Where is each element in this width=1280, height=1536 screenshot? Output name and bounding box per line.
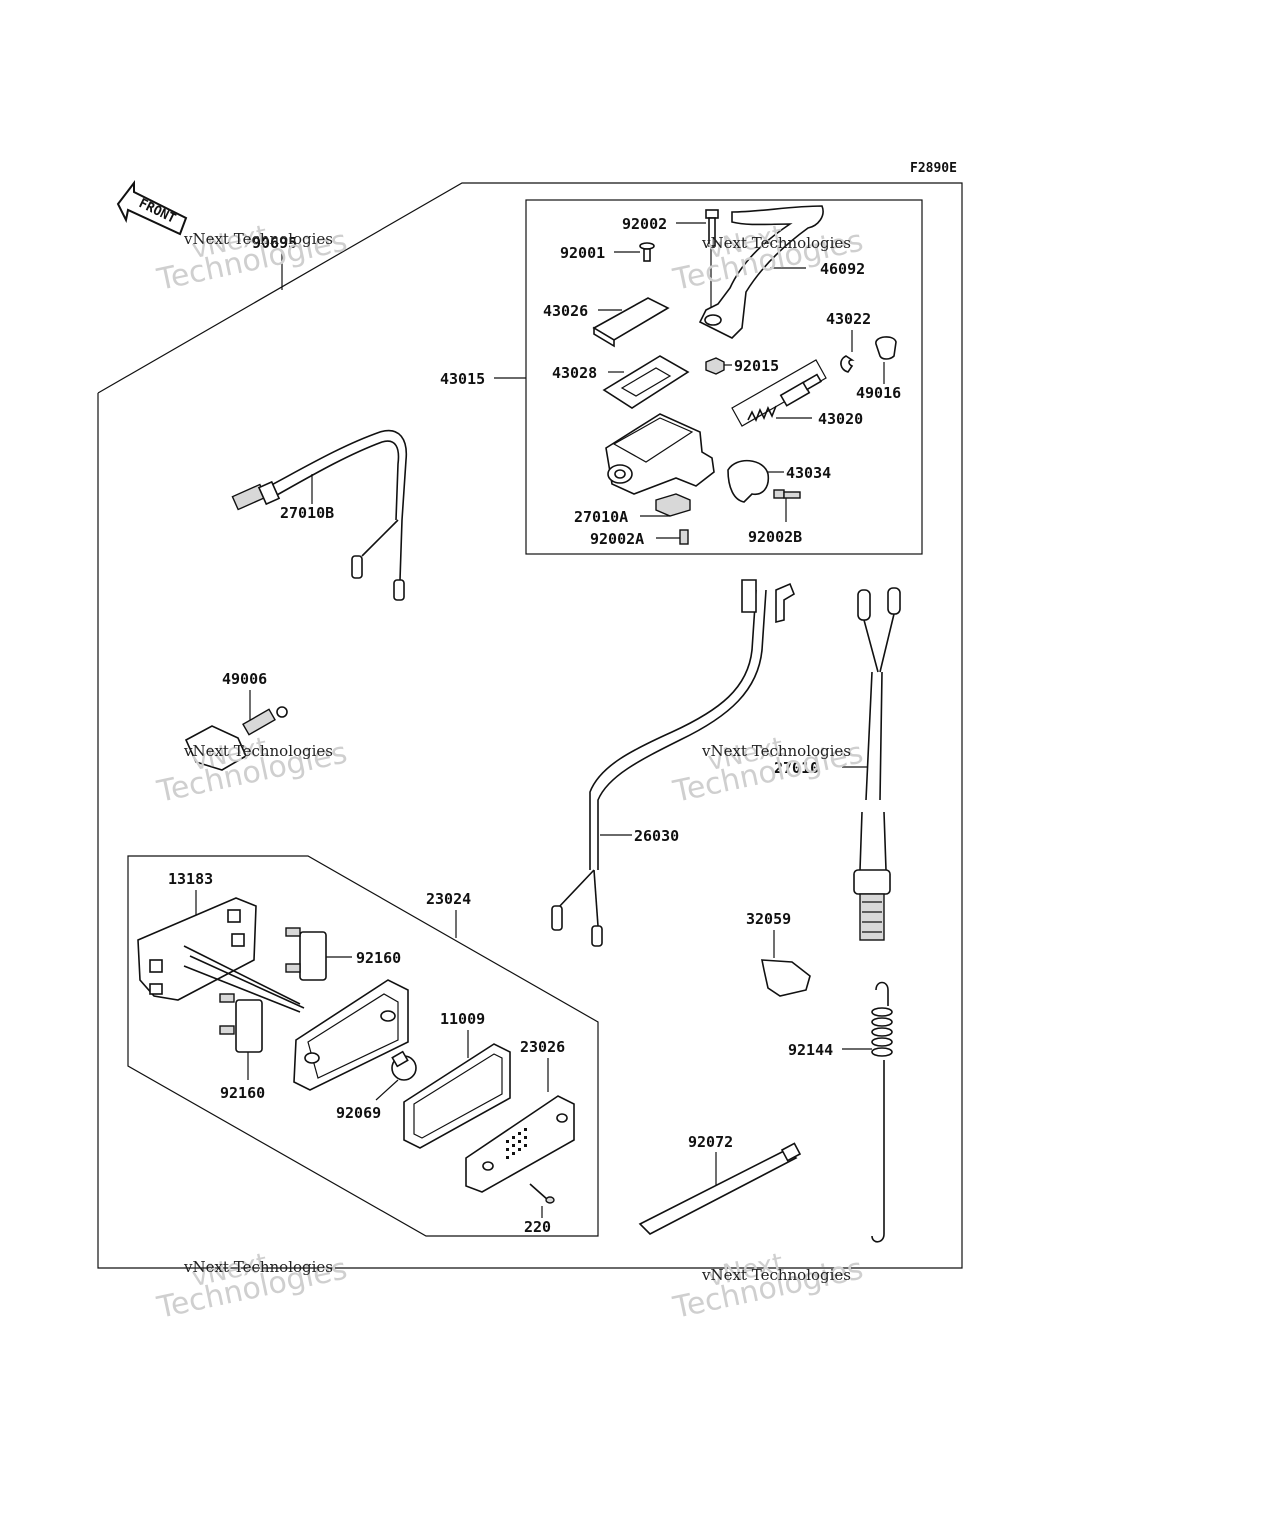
- leader-92069: [375, 1079, 399, 1101]
- watermark-bottom-left: vNext Technologies: [153, 1248, 350, 1326]
- lever-46092-icon: [698, 205, 824, 339]
- bulb-92069-icon: [391, 1050, 417, 1081]
- label-92015: 92015: [734, 357, 779, 375]
- label-92144: 92144: [788, 1041, 833, 1059]
- cable-tie-92072-icon: [638, 1142, 802, 1235]
- label-49006: 49006: [222, 670, 267, 688]
- piston-43020-icon: [747, 373, 823, 422]
- label-90695: 90695: [252, 234, 297, 252]
- lever-pivot-hole: [704, 314, 722, 326]
- label-92002A: 92002A: [590, 530, 644, 548]
- label-92160-lower: 92160: [220, 1084, 265, 1102]
- label-43015: 43015: [440, 370, 485, 388]
- switch-27010-icon: [853, 587, 901, 941]
- label-43026: 43026: [543, 302, 588, 320]
- diagram-code: F2890E: [910, 161, 957, 176]
- front-arrow-icon: FRONT: [116, 180, 188, 236]
- diaphragm-43028-icon: [602, 355, 690, 409]
- watermark-caption-mid-left: vNext Technologies: [183, 742, 333, 760]
- bolt-92002-icon: [705, 209, 719, 318]
- lamp-housing-icon: [183, 945, 409, 1091]
- label-92002B: 92002B: [748, 528, 802, 546]
- label-43028: 43028: [552, 364, 597, 382]
- clip-43022-icon: [840, 355, 855, 373]
- label-27010: 27010: [774, 759, 819, 777]
- cover-43026-icon: [592, 297, 670, 341]
- screw-92002A-icon: [679, 529, 689, 545]
- nut-92015-icon: [705, 357, 725, 375]
- outer-frame: [97, 182, 963, 1269]
- master-cylinder-box: [525, 199, 923, 555]
- clamp-43034-icon: [727, 459, 770, 503]
- gasket-11009-inner: [413, 1053, 503, 1139]
- label-27010B: 27010B: [280, 504, 334, 522]
- bracket-32059-icon: [761, 959, 811, 997]
- label-92072: 92072: [688, 1133, 733, 1151]
- spring-92144-icon: [871, 981, 893, 1243]
- label-23024: 23024: [426, 890, 471, 908]
- label-92002: 92002: [622, 215, 667, 233]
- label-11009: 11009: [440, 1010, 485, 1028]
- label-92001: 92001: [560, 244, 605, 262]
- screw-220-icon: [529, 1183, 555, 1204]
- screw-92160-lower-icon: [219, 993, 263, 1053]
- watermark-caption-mid-right: vNext Technologies: [701, 742, 851, 760]
- switch-27010B-icon: [231, 429, 408, 601]
- label-23026: 23026: [520, 1038, 565, 1056]
- label-220: 220: [524, 1218, 551, 1236]
- label-43022: 43022: [826, 310, 871, 328]
- bolt-92002B-icon: [773, 489, 801, 499]
- harness-26030-icon: [551, 579, 795, 947]
- part-49006-icon: [184, 706, 288, 771]
- cover-43026-edge: [593, 326, 615, 348]
- watermark-caption-bottom-left: vNext Technologies: [183, 1258, 333, 1276]
- label-43034: 43034: [786, 464, 831, 482]
- gasket-11009-icon: [403, 1043, 511, 1149]
- watermark-caption-bottom-right: vNext Technologies: [701, 1266, 851, 1284]
- diaphragm-inner: [620, 367, 672, 397]
- taillight-box: [127, 855, 599, 1237]
- label-26030: 26030: [634, 827, 679, 845]
- label-49016: 49016: [856, 384, 901, 402]
- label-27010A: 27010A: [574, 508, 628, 526]
- master-cylinder-body-icon: [605, 413, 715, 495]
- lens-23026-icon: [465, 1095, 575, 1193]
- switch-27010A-icon: [655, 493, 691, 517]
- watermark-caption-top-left: vNext Technologies: [183, 230, 333, 248]
- screw-92001-icon: [639, 242, 655, 262]
- watermark-mid-right: vNext Technologies: [669, 732, 866, 810]
- label-13183: 13183: [168, 870, 213, 888]
- watermark-caption-top-right: vNext Technologies: [701, 234, 851, 252]
- label-32059: 32059: [746, 910, 791, 928]
- label-92160-upper: 92160: [356, 949, 401, 967]
- label-43020: 43020: [818, 410, 863, 428]
- plate-13183-icon: [137, 897, 257, 1001]
- boot-49016-icon: [875, 336, 897, 360]
- label-92069: 92069: [336, 1104, 381, 1122]
- screw-92160-upper-icon: [285, 927, 327, 981]
- piston-kit-frame: [731, 359, 827, 427]
- label-46092: 46092: [820, 260, 865, 278]
